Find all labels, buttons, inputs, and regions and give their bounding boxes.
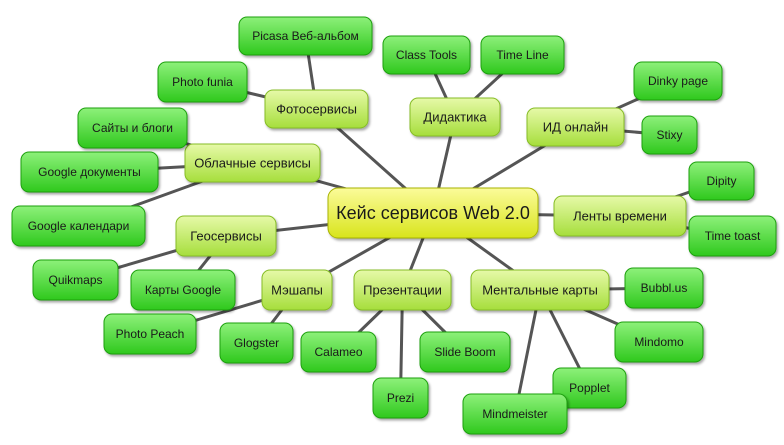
node-layer: Кейс сервисов Web 2.0 ФотосервисыДидактик… xyxy=(11,16,777,435)
leaf-label-dipity: Dipity xyxy=(706,174,736,188)
leaf-box-google-calendar xyxy=(11,205,146,247)
leaf-box-quikmaps xyxy=(32,259,119,301)
leaf-box-slide-boom xyxy=(419,331,511,373)
leaf-label-google-docs: Google документы xyxy=(38,165,141,179)
leaf-node-stixy: Stixy xyxy=(641,115,698,155)
leaf-label-stixy: Stixy xyxy=(656,128,682,142)
category-node-timelines: Ленты времени xyxy=(553,195,687,237)
leaf-label-mindmeister: Mindmeister xyxy=(482,407,547,421)
leaf-node-calameo: Calameo xyxy=(300,331,377,373)
leaf-box-bubbl xyxy=(624,267,704,309)
leaf-label-quikmaps: Quikmaps xyxy=(48,273,102,287)
leaf-label-google-calendar: Google календари xyxy=(28,219,130,233)
leaf-label-bubbl: Bubbl.us xyxy=(641,281,688,295)
leaf-node-photo-peach: Photo Peach xyxy=(103,313,197,355)
leaf-node-sites-blogs: Сайты и блоги xyxy=(77,107,188,149)
connector-mindmaps-mindmeister xyxy=(513,288,542,416)
leaf-label-slide-boom: Slide Boom xyxy=(434,345,495,359)
category-box-presentations xyxy=(353,269,452,311)
leaf-node-slide-boom: Slide Boom xyxy=(419,331,511,373)
category-box-cloud xyxy=(184,143,321,183)
leaf-node-time-toast: Time toast xyxy=(688,215,777,257)
leaf-label-glogster: Glogster xyxy=(234,336,279,350)
leaf-node-picasa: Picasa Веб-альбом xyxy=(238,16,373,56)
leaf-node-time-line: Time Line xyxy=(480,35,565,75)
category-node-photo: Фотосервисы xyxy=(264,89,369,129)
leaf-box-google-maps xyxy=(130,269,236,311)
category-node-didactics: Дидактика xyxy=(409,97,501,137)
category-box-id-online xyxy=(526,107,625,147)
leaf-label-sites-blogs: Сайты и блоги xyxy=(92,121,173,135)
leaf-node-glogster: Glogster xyxy=(219,322,294,364)
category-box-mindmaps xyxy=(470,269,610,311)
leaf-box-picasa xyxy=(238,16,373,56)
leaf-box-sites-blogs xyxy=(77,107,188,149)
leaf-box-popplet xyxy=(552,367,627,409)
leaf-label-dinky-page: Dinky page xyxy=(648,74,708,88)
category-node-geo: Геосервисы xyxy=(175,215,277,257)
category-label-presentations: Презентации xyxy=(363,283,442,298)
category-label-geo: Геосервисы xyxy=(190,229,262,244)
leaf-label-prezi: Prezi xyxy=(387,391,414,405)
category-label-didactics: Дидактика xyxy=(423,110,487,125)
center-node-center: Кейс сервисов Web 2.0 xyxy=(327,187,539,239)
leaf-node-quikmaps: Quikmaps xyxy=(32,259,119,301)
leaf-label-time-toast: Time toast xyxy=(705,229,761,243)
leaf-label-popplet: Popplet xyxy=(569,381,610,395)
leaf-label-photo-peach: Photo Peach xyxy=(116,327,185,341)
leaf-node-google-docs: Google документы xyxy=(20,151,159,193)
category-box-timelines xyxy=(553,195,687,237)
leaf-label-mindomo: Mindomo xyxy=(634,335,684,349)
leaf-node-google-maps: Карты Google xyxy=(130,269,236,311)
leaf-box-stixy xyxy=(641,115,698,155)
leaf-node-prezi: Prezi xyxy=(372,377,429,419)
leaf-node-google-calendar: Google календари xyxy=(11,205,146,247)
leaf-box-prezi xyxy=(372,377,429,419)
category-box-mashups xyxy=(261,269,333,311)
leaf-label-photo-funia: Photo funia xyxy=(172,75,233,89)
leaf-label-calameo: Calameo xyxy=(314,345,362,359)
category-node-mindmaps: Ментальные карты xyxy=(470,269,610,311)
category-box-geo xyxy=(175,215,277,257)
category-box-didactics xyxy=(409,97,501,137)
category-label-timelines: Ленты времени xyxy=(573,209,667,224)
leaf-box-glogster xyxy=(219,322,294,364)
category-box-photo xyxy=(264,89,369,129)
category-label-mashups: Мэшапы xyxy=(271,283,323,298)
category-label-mindmaps: Ментальные карты xyxy=(482,283,598,298)
leaf-box-time-toast xyxy=(688,215,777,257)
leaf-box-time-line xyxy=(480,35,565,75)
leaf-box-dipity xyxy=(688,161,755,201)
leaf-box-calameo xyxy=(300,331,377,373)
leaf-box-mindmeister xyxy=(462,393,568,435)
center-box-center xyxy=(327,187,539,239)
leaf-box-mindomo xyxy=(614,321,704,363)
center-label-center: Кейс сервисов Web 2.0 xyxy=(336,203,530,223)
leaf-node-bubbl: Bubbl.us xyxy=(624,267,704,309)
leaf-label-class-tools: Class Tools xyxy=(396,48,457,62)
category-node-presentations: Презентации xyxy=(353,269,452,311)
category-node-mashups: Мэшапы xyxy=(261,269,333,311)
leaf-box-photo-peach xyxy=(103,313,197,355)
leaf-node-popplet: Popplet xyxy=(552,367,627,409)
leaf-box-photo-funia xyxy=(157,61,248,103)
leaf-label-time-line: Time Line xyxy=(496,48,549,62)
category-label-photo: Фотосервисы xyxy=(276,102,357,117)
leaf-box-class-tools xyxy=(382,35,471,75)
leaf-node-class-tools: Class Tools xyxy=(382,35,471,75)
category-label-cloud: Облачные сервисы xyxy=(194,156,311,171)
leaf-label-picasa: Picasa Веб-альбом xyxy=(252,29,359,43)
leaf-box-google-docs xyxy=(20,151,159,193)
leaf-node-dipity: Dipity xyxy=(688,161,755,201)
leaf-node-mindomo: Mindomo xyxy=(614,321,704,363)
leaf-node-photo-funia: Photo funia xyxy=(157,61,248,103)
leaf-label-google-maps: Карты Google xyxy=(145,283,222,297)
leaf-node-mindmeister: Mindmeister xyxy=(462,393,568,435)
category-label-id-online: ИД онлайн xyxy=(543,120,608,135)
category-node-id-online: ИД онлайн xyxy=(526,107,625,147)
leaf-node-dinky-page: Dinky page xyxy=(633,61,723,101)
category-node-cloud: Облачные сервисы xyxy=(184,143,321,183)
leaf-box-dinky-page xyxy=(633,61,723,101)
